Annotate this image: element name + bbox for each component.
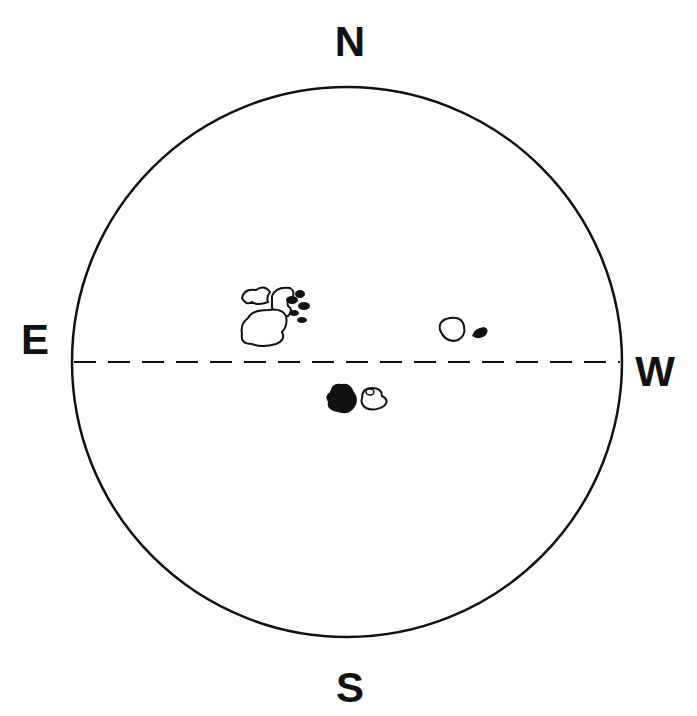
sunspot-group	[242, 287, 294, 346]
penumbra	[366, 389, 374, 395]
umbra	[286, 296, 298, 304]
umbra	[297, 317, 307, 323]
compass-label: W	[635, 351, 675, 393]
umbra-group	[286, 290, 310, 323]
umbra	[295, 290, 305, 298]
penumbra	[440, 318, 465, 341]
sunspot-group	[440, 318, 488, 341]
penumbra	[242, 310, 287, 346]
penumbra	[362, 388, 387, 410]
disk-outline	[72, 87, 622, 637]
compass-label: N	[335, 21, 365, 63]
compass-label: S	[336, 667, 364, 709]
penumbra	[242, 287, 270, 304]
sunspot-group	[326, 384, 386, 414]
umbra	[472, 327, 488, 338]
umbra	[326, 384, 357, 414]
umbra	[289, 310, 299, 316]
umbra	[298, 302, 310, 310]
equator-line	[74, 361, 620, 363]
compass-label: E	[21, 319, 49, 361]
